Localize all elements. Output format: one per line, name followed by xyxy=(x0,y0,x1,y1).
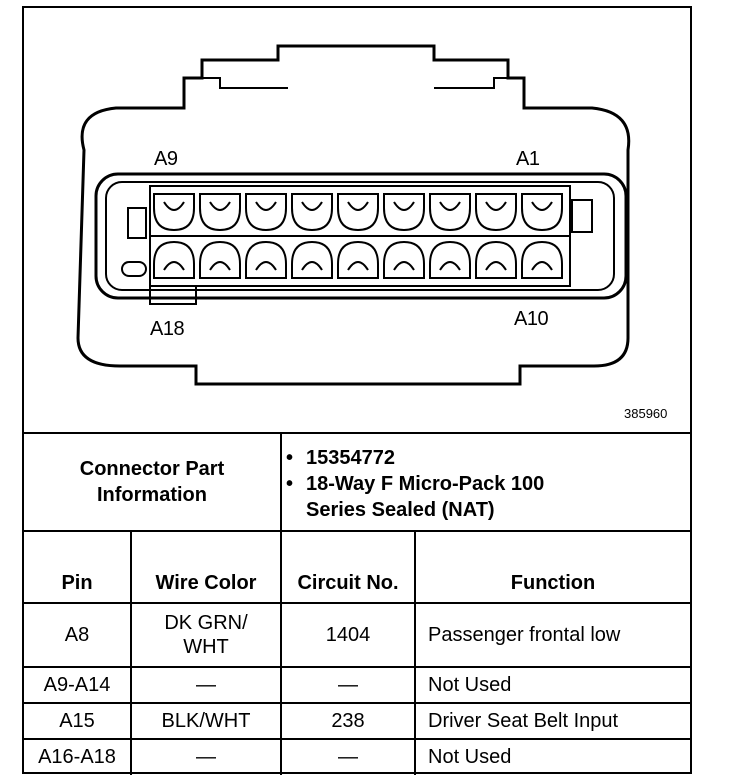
wire-color-cell: DK GRN/ WHT xyxy=(130,602,282,668)
terminal-cavity xyxy=(199,193,241,232)
pin-label-a18: A18 xyxy=(150,318,185,340)
terminal-cavity xyxy=(383,193,425,232)
function-cell: Driver Seat Belt Input xyxy=(414,702,690,740)
table-row: A9-A14 — — Not Used xyxy=(24,666,690,704)
connector-description: •18-Way F Micro-Pack 100 Series Sealed (… xyxy=(286,473,545,521)
pin-cell: A8 xyxy=(24,602,132,668)
part-number: •15354772 xyxy=(286,447,395,469)
connector-face-drawing xyxy=(76,44,631,386)
terminal-cavity xyxy=(153,240,195,279)
terminal-cavity xyxy=(153,193,195,232)
connector-part-details: •15354772 •18-Way F Micro-Pack 100 Serie… xyxy=(281,432,690,532)
wire-color-cell: BLK/WHT xyxy=(130,702,282,740)
circuit-cell: 1404 xyxy=(280,602,416,668)
terminal-cavity xyxy=(383,240,425,279)
header-circuit: Circuit No. xyxy=(280,530,416,604)
connector-info-table: Connector Part Information •15354772 •18… xyxy=(24,432,690,532)
terminal-cavity xyxy=(521,193,563,232)
function-cell: Not Used xyxy=(414,738,690,775)
wire-color-cell: — xyxy=(130,738,282,775)
terminal-cavity xyxy=(429,193,471,232)
header-wire-color: Wire Color xyxy=(130,530,282,604)
terminal-cavity xyxy=(199,240,241,279)
figure-number: 385960 xyxy=(624,406,668,421)
pin-table: Pin Wire Color Circuit No. Function A8 D… xyxy=(24,530,690,775)
terminal-cavity xyxy=(291,240,333,279)
connector-figure: A9 A1 A18 A10 385960 Connector Part Info… xyxy=(22,6,694,775)
function-cell: Passenger frontal low xyxy=(414,602,690,668)
table-row: A16-A18 — — Not Used xyxy=(24,738,690,775)
terminal-cavity xyxy=(475,193,517,232)
circuit-cell: — xyxy=(280,666,416,704)
terminal-cavity xyxy=(337,193,379,232)
function-cell: Not Used xyxy=(414,666,690,704)
wire-color-cell: — xyxy=(130,666,282,704)
pin-cell: A15 xyxy=(24,702,132,740)
connector-part-label: Connector Part Information xyxy=(24,432,282,532)
pin-cell: A9-A14 xyxy=(24,666,132,704)
terminal-cavity xyxy=(521,240,563,279)
circuit-cell: — xyxy=(280,738,416,775)
table-row: A15 BLK/WHT 238 Driver Seat Belt Input xyxy=(24,702,690,740)
pin-table-header: Pin Wire Color Circuit No. Function xyxy=(24,530,690,604)
pin-label-a9: A9 xyxy=(154,148,178,170)
terminal-cavity xyxy=(245,193,287,232)
pin-cell: A16-A18 xyxy=(24,738,132,775)
terminal-cavity xyxy=(245,240,287,279)
header-pin: Pin xyxy=(24,530,132,604)
terminal-cavity xyxy=(291,193,333,232)
connector-diagram: A9 A1 A18 A10 385960 xyxy=(24,8,694,432)
terminal-cavity xyxy=(337,240,379,279)
pin-label-a10: A10 xyxy=(514,308,549,330)
table-row: A8 DK GRN/ WHT 1404 Passenger frontal lo… xyxy=(24,602,690,668)
pin-label-a1: A1 xyxy=(516,148,540,170)
terminal-cavity xyxy=(475,240,517,279)
header-function: Function xyxy=(414,530,690,604)
circuit-cell: 238 xyxy=(280,702,416,740)
terminal-cavity xyxy=(429,240,471,279)
